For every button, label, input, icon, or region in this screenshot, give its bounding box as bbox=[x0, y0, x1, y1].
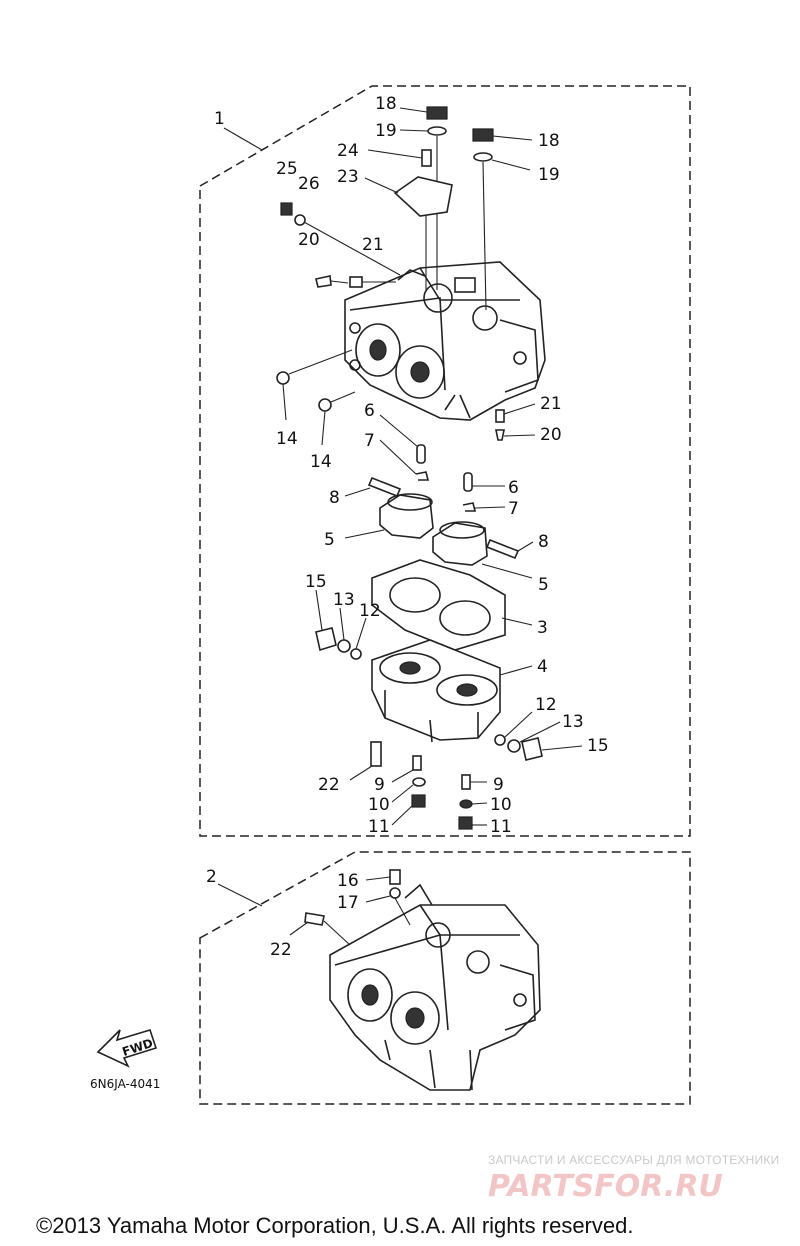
part-7-clip-a bbox=[415, 471, 430, 481]
watermark-brand: PARTSFOR.RU bbox=[488, 1169, 723, 1204]
part-7-clip-b bbox=[462, 502, 477, 512]
callout-22-b: 22 bbox=[270, 940, 292, 960]
part-15-plug-a bbox=[315, 627, 337, 652]
callout-6-a: 6 bbox=[364, 401, 375, 421]
part-26-oring bbox=[294, 214, 306, 226]
callout-9-a: 9 bbox=[374, 775, 385, 795]
callout-17: 17 bbox=[337, 893, 359, 913]
group-label-1: 1 bbox=[214, 109, 225, 129]
watermark-tagline: ЗАПЧАСТИ И АКСЕССУАРЫ ДЛЯ МОТОТЕХНИКИ bbox=[488, 1153, 779, 1167]
callout-5-b: 5 bbox=[538, 575, 549, 595]
part-9-jet-b bbox=[461, 774, 471, 790]
part-3-gasket bbox=[371, 559, 533, 651]
part-20-screw-b bbox=[495, 429, 505, 441]
part-19-gasket-b bbox=[473, 152, 493, 162]
callout-12-a: 12 bbox=[359, 601, 381, 621]
carburetor-body-upper bbox=[344, 261, 546, 421]
callout-13-a: 13 bbox=[333, 590, 355, 610]
diagram-code: 6N6JA-4041 bbox=[90, 1077, 160, 1091]
callout-12-b: 12 bbox=[535, 695, 557, 715]
callout-15-a: 15 bbox=[305, 572, 327, 592]
part-20-screw-a bbox=[315, 275, 332, 288]
fwd-direction-arrow: FWD bbox=[96, 1029, 158, 1068]
part-11-plug-a bbox=[411, 794, 426, 808]
callout-3: 3 bbox=[537, 618, 548, 638]
callout-18-a: 18 bbox=[375, 94, 397, 114]
callout-20-a: 20 bbox=[298, 230, 320, 250]
part-14-screw-a bbox=[276, 371, 290, 385]
part-21-spring-b bbox=[495, 409, 505, 423]
callout-23: 23 bbox=[337, 167, 359, 187]
part-12-oring-b bbox=[494, 734, 506, 746]
callout-18-b: 18 bbox=[538, 131, 560, 151]
callout-10-a: 10 bbox=[368, 795, 390, 815]
part-8-pin-b bbox=[485, 538, 520, 560]
assembly-1-frame bbox=[199, 85, 691, 837]
callout-9-b: 9 bbox=[493, 775, 504, 795]
callout-10-b: 10 bbox=[490, 795, 512, 815]
callout-26: 26 bbox=[298, 174, 320, 194]
callout-11-b: 11 bbox=[490, 817, 512, 837]
part-18-plug-a bbox=[399, 106, 448, 120]
callout-19-b: 19 bbox=[538, 165, 560, 185]
part-14-screw-b bbox=[318, 398, 332, 412]
part-21-spring-a bbox=[349, 276, 363, 288]
part-18-plug-b bbox=[472, 128, 533, 142]
callout-11-a: 11 bbox=[368, 817, 390, 837]
carburetor-assembly-lower bbox=[329, 883, 541, 1091]
callout-21-a: 21 bbox=[362, 235, 384, 255]
callout-7-b: 7 bbox=[508, 499, 519, 519]
callout-13-b: 13 bbox=[562, 712, 584, 732]
callout-14-a: 14 bbox=[276, 429, 298, 449]
part-25-screw bbox=[280, 202, 293, 216]
part-22-screw-b bbox=[304, 912, 325, 926]
part-15-plug-b bbox=[521, 737, 543, 761]
callout-5-a: 5 bbox=[324, 530, 335, 550]
callout-24: 24 bbox=[337, 141, 359, 161]
callout-16: 16 bbox=[337, 871, 359, 891]
part-17-spring bbox=[389, 887, 401, 899]
part-5-float-b bbox=[432, 521, 533, 579]
callout-8-b: 8 bbox=[538, 532, 549, 552]
part-16-screw bbox=[389, 869, 401, 885]
part-13-washer-a bbox=[337, 639, 351, 653]
part-6-needle-b bbox=[463, 472, 473, 492]
part-22-screw-a bbox=[370, 741, 382, 767]
callout-22-a: 22 bbox=[318, 775, 340, 795]
part-10-washer-a bbox=[412, 777, 426, 787]
part-24-screw bbox=[421, 149, 432, 167]
callout-20-b: 20 bbox=[540, 425, 562, 445]
callout-14-b: 14 bbox=[310, 452, 332, 472]
part-12-oring-a bbox=[350, 648, 362, 660]
part-4-float-bowl bbox=[371, 639, 533, 743]
part-10-washer-b bbox=[459, 799, 473, 809]
part-11-plug-b bbox=[458, 816, 473, 830]
callout-8-a: 8 bbox=[329, 488, 340, 508]
copyright-notice: ©2013 Yamaha Motor Corporation, U.S.A. A… bbox=[36, 1213, 633, 1238]
part-23-cover bbox=[393, 176, 453, 217]
callout-25: 25 bbox=[276, 159, 298, 179]
callout-labels: 18 19 18 19 24 23 25 26 20 21 14 14 21 2… bbox=[270, 94, 609, 960]
part-5-float-a bbox=[344, 493, 434, 539]
part-9-jet-a bbox=[412, 755, 422, 771]
callout-15-b: 15 bbox=[587, 736, 609, 756]
part-8-pin-a bbox=[367, 476, 402, 498]
part-6-needle-a bbox=[416, 444, 426, 464]
callout-19-a: 19 bbox=[375, 121, 397, 141]
part-19-gasket-a bbox=[427, 126, 447, 136]
callout-21-b: 21 bbox=[540, 394, 562, 414]
part-13-washer-b bbox=[507, 739, 521, 753]
group-label-2: 2 bbox=[206, 867, 217, 887]
callout-7-a: 7 bbox=[364, 431, 375, 451]
assembly-2-frame bbox=[199, 851, 691, 1105]
callout-6-b: 6 bbox=[508, 478, 519, 498]
callout-4: 4 bbox=[537, 657, 548, 677]
